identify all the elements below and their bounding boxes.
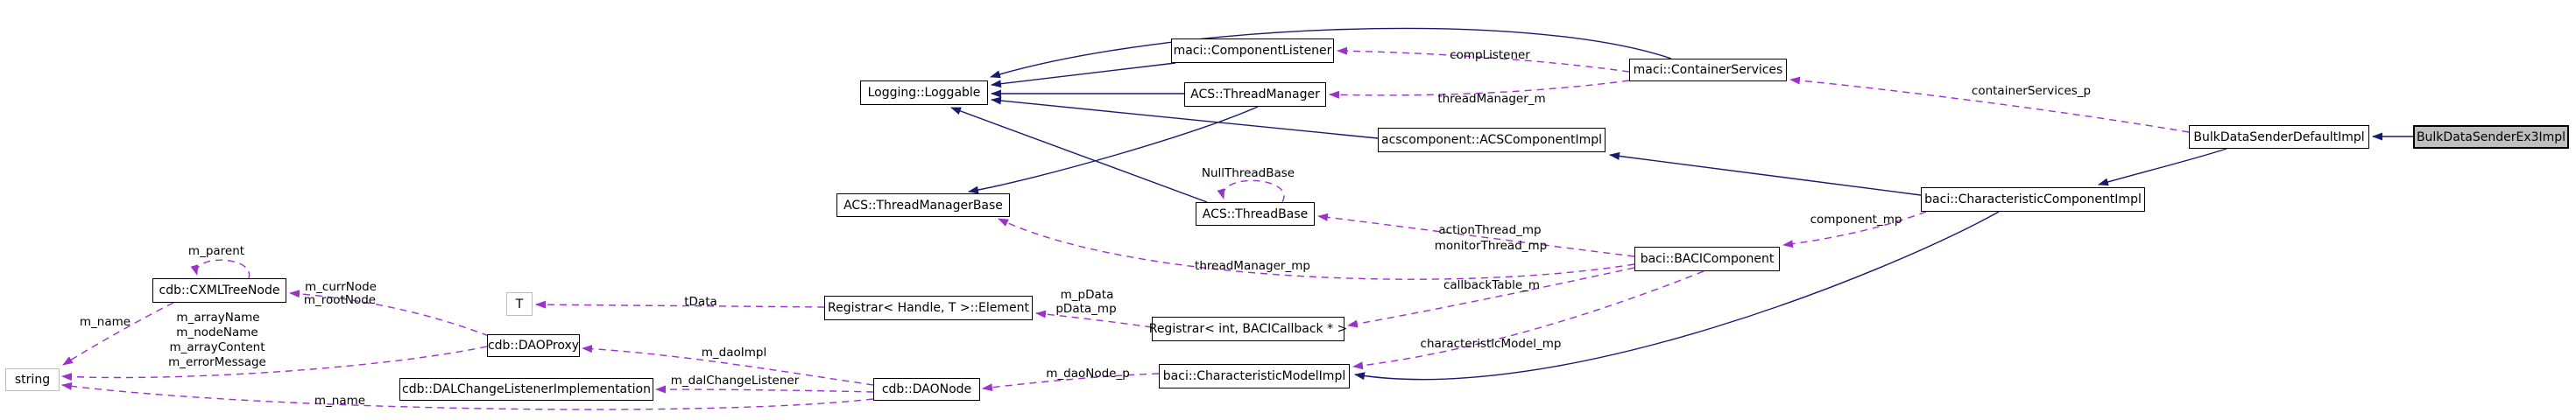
edge-bacicomponent-to-threadbase bbox=[1317, 213, 1635, 257]
edge-label-containerServices_p: containerServices_p bbox=[1971, 84, 2092, 98]
class-node-bdsdefault[interactable]: BulkDataSenderDefaultImpl bbox=[2189, 125, 2369, 149]
edge-label-compListener: compListener bbox=[1450, 48, 1530, 62]
edge-daonode-to-string bbox=[61, 382, 874, 410]
edge-label-m_arrayName: m_arrayName bbox=[176, 311, 260, 325]
edge-label-m_daoNode_p: m_daoNode_p bbox=[1046, 367, 1130, 381]
edge-containerservices-to-threadmanager bbox=[1329, 80, 1630, 99]
edge-label-callbackTable_m: callbackTable_m bbox=[1443, 278, 1541, 292]
edge-label-pData_mp: pData_mp bbox=[1055, 302, 1117, 316]
class-node-threadmanager[interactable]: ACS::ThreadManager bbox=[1184, 82, 1326, 107]
edge-registrarint-to-element bbox=[1035, 310, 1153, 328]
edge-charmodelimpl-to-daonode bbox=[982, 373, 1160, 392]
edge-label-m_name_bottom: m_name bbox=[314, 394, 366, 408]
edge-label-tData: tData bbox=[684, 295, 717, 309]
edge-label-m_parent: m_parent bbox=[187, 244, 245, 258]
edge-label-m_name_top: m_name bbox=[79, 315, 131, 329]
edge-label-m_currNode: m_currNode bbox=[305, 280, 377, 294]
class-node-bdsex3: BulkDataSenderEx3Impl bbox=[2413, 125, 2569, 149]
edge-label-m_pData: m_pData bbox=[1060, 288, 1114, 302]
edge-bdsdefault-to-containerservices bbox=[1789, 76, 2190, 133]
class-node-tmbase[interactable]: ACS::ThreadManagerBase bbox=[836, 193, 1010, 217]
edge-charcompimpl-to-charmodelimpl bbox=[1354, 211, 2000, 381]
class-node-registrarint[interactable]: Registrar< int, BACICallback * > bbox=[1149, 317, 1347, 341]
edge-label-m_dalChangeListener: m_dalChangeListener bbox=[670, 374, 800, 388]
class-node-cxmltreenode[interactable]: cdb::CXMLTreeNode bbox=[152, 278, 286, 303]
edge-label-m_arrayContent: m_arrayContent bbox=[169, 340, 265, 354]
edge-acscomponentimpl-to-loggable bbox=[991, 96, 1379, 139]
edge-label-m_nodeName: m_nodeName bbox=[176, 326, 258, 340]
class-node-threadbase[interactable]: ACS::ThreadBase bbox=[1196, 202, 1315, 226]
edge-componentlistener-to-loggable bbox=[991, 62, 1176, 88]
edge-label-NullThreadBase: NullThreadBase bbox=[1201, 166, 1295, 180]
class-node-bacicomponent[interactable]: baci::BACIComponent bbox=[1634, 247, 1780, 271]
edge-daonode-to-daoproxy bbox=[582, 345, 874, 386]
edge-charcompimpl-to-bacicomponent bbox=[1782, 211, 1927, 248]
edge-threadbase-to-loggable bbox=[950, 107, 1208, 203]
edge-charcompimpl-to-acscomponentimpl bbox=[1609, 151, 1922, 196]
edge-label-m_errorMessage: m_errorMessage bbox=[168, 355, 266, 369]
edge-label-actionThread_mp: actionThread_mp bbox=[1438, 223, 1542, 237]
edge-label-component_mp: component_mp bbox=[1810, 213, 1902, 227]
edge-threadmanager-to-tmbase bbox=[968, 106, 1259, 194]
edge-containerservices-to-loggable bbox=[990, 27, 1672, 79]
class-node-componentlistener[interactable]: maci::ComponentListener bbox=[1171, 38, 1334, 63]
edge-label-characteristicModel_mp: characteristicModel_mp bbox=[1420, 337, 1562, 351]
class-node-daonode[interactable]: cdb::DAONode bbox=[873, 378, 980, 401]
edge-cxmltreenode-to-string bbox=[62, 302, 174, 366]
edge-daoproxy-to-string bbox=[61, 346, 488, 382]
edge-bdsdefault-to-charcompimpl bbox=[2098, 148, 2227, 186]
edge-label-monitorThread_mp: monitorThread_mp bbox=[1434, 239, 1548, 253]
class-node-containerservices[interactable]: maci::ContainerServices bbox=[1629, 59, 1787, 81]
edge-bacicomponent-to-charmodelimpl bbox=[1352, 270, 1704, 370]
edge-label-m_daoImpl: m_daoImpl bbox=[701, 346, 767, 360]
edge-label-threadManager_mp: threadManager_mp bbox=[1195, 259, 1310, 273]
edge-daoproxy-to-cxmltreenode bbox=[289, 290, 490, 337]
class-node-dalchange[interactable]: cdb::DALChangeListenerImplementation bbox=[399, 378, 653, 401]
class-node-element[interactable]: Registrar< Handle, T >::Element bbox=[824, 296, 1033, 320]
class-node-string: string bbox=[5, 368, 60, 391]
edge-element-to-t bbox=[535, 300, 825, 309]
class-node-charcompimpl[interactable]: baci::CharacteristicComponentImpl bbox=[1921, 187, 2145, 212]
class-node-t: T bbox=[506, 292, 533, 316]
class-node-loggable[interactable]: Logging::Loggable bbox=[860, 80, 988, 105]
edge-bacicomponent-to-tmbase bbox=[998, 218, 1635, 280]
edge-threadbase-to-threadbase bbox=[1217, 179, 1285, 203]
class-node-charmodelimpl[interactable]: baci::CharacteristicModelImpl bbox=[1159, 364, 1350, 388]
edge-bacicomponent-to-registrarint bbox=[1347, 267, 1635, 328]
edge-cxmltreenode-to-cxmltreenode bbox=[190, 259, 251, 279]
class-node-daoproxy[interactable]: cdb::DAOProxy bbox=[487, 334, 580, 357]
edge-label-threadManager_m: threadManager_m bbox=[1437, 92, 1546, 106]
class-node-acscomponentimpl[interactable]: acscomponent::ACSComponentImpl bbox=[1378, 128, 1606, 152]
edge-label-m_rootNode: m_rootNode bbox=[303, 293, 377, 307]
edge-daonode-to-dalchange bbox=[655, 385, 874, 394]
